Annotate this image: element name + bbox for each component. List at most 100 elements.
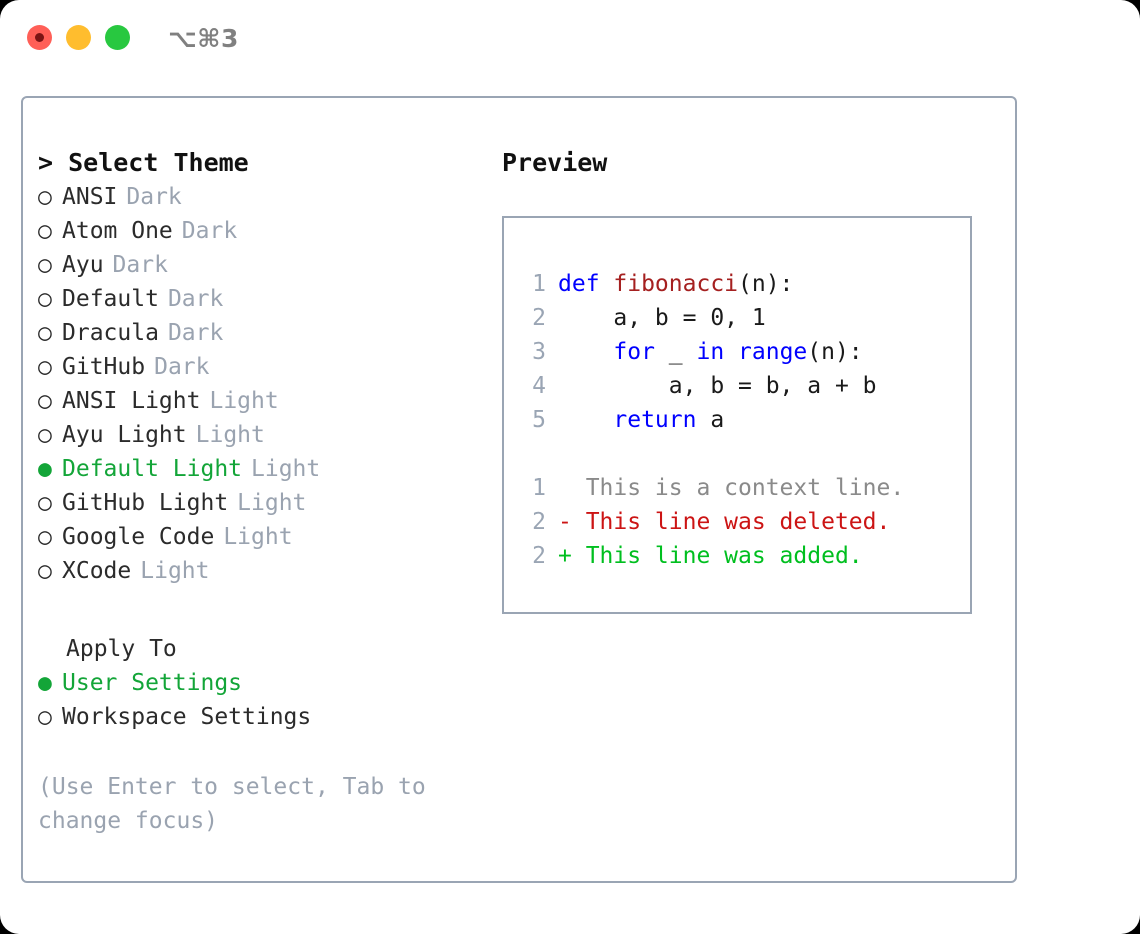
keyboard-shortcut-label: ⌥⌘3 <box>168 24 239 53</box>
theme-option-11[interactable]: ○ XCode Light <box>38 554 488 588</box>
apply-to-option-0[interactable]: ●User Settings <box>38 666 488 700</box>
theme-option-label: Atom One <box>62 218 173 244</box>
radio-unselected-icon: ○ <box>38 422 52 448</box>
theme-option-label: GitHub Light <box>62 490 229 516</box>
token-plain <box>558 407 613 433</box>
theme-option-label: ANSI <box>62 184 118 210</box>
theme-option-label: Ayu Light <box>62 422 187 448</box>
minimize-button[interactable] <box>66 25 91 50</box>
theme-option-label: Dracula <box>62 320 159 346</box>
line-number: 2 <box>532 543 546 569</box>
code-line-content: for _ in range(n): <box>558 335 863 369</box>
line-number: 2 <box>532 509 546 535</box>
window-controls <box>27 25 130 50</box>
token-plain: _ <box>654 339 697 365</box>
theme-option-label: Default Light <box>62 456 243 482</box>
diff-line-content: - This line was deleted. <box>558 505 890 539</box>
token-kw: in range <box>696 339 808 365</box>
preview-heading: Preview <box>502 148 608 177</box>
theme-option-5[interactable]: ○ GitHub Dark <box>38 350 488 384</box>
line-number: 1 <box>532 271 546 297</box>
code-line-3: 4 a, b = b, a + b <box>518 369 904 403</box>
theme-option-10[interactable]: ○ Google Code Light <box>38 520 488 554</box>
theme-option-variant-tag: Light <box>140 558 210 584</box>
theme-option-variant-tag: Dark <box>112 252 168 278</box>
radio-unselected-icon: ○ <box>38 524 52 550</box>
close-button[interactable] <box>27 25 52 50</box>
radio-unselected-icon: ○ <box>38 218 52 244</box>
token-plain: a, b = 0, 1 <box>558 305 766 331</box>
radio-unselected-icon: ○ <box>38 490 52 516</box>
theme-option-label: GitHub <box>62 354 146 380</box>
theme-option-variant-tag: Light <box>195 422 265 448</box>
theme-option-label: Google Code <box>62 524 215 550</box>
radio-unselected-icon: ○ <box>38 704 52 730</box>
code-line-1: 2 a, b = 0, 1 <box>518 301 904 335</box>
line-number: 2 <box>532 305 546 331</box>
radio-unselected-icon: ○ <box>38 320 52 346</box>
diff-line-1: 2 - This line was deleted. <box>518 505 904 539</box>
radio-unselected-icon: ○ <box>38 184 52 210</box>
radio-selected-icon: ● <box>38 670 52 696</box>
code-line-2: 3 for _ in range(n): <box>518 335 904 369</box>
select-theme-heading: > Select Theme <box>38 148 249 177</box>
theme-option-variant-tag: Dark <box>126 184 182 210</box>
theme-option-7[interactable]: ○ Ayu Light Light <box>38 418 488 452</box>
theme-option-label: Default <box>62 286 159 312</box>
theme-option-label: XCode <box>62 558 132 584</box>
code-line-4: 5 return a <box>518 403 904 437</box>
line-number: 5 <box>532 407 546 433</box>
line-number: 3 <box>532 339 546 365</box>
apply-to-heading: Apply To <box>66 636 177 662</box>
diff-line-2: 2 + This line was added. <box>518 539 904 573</box>
line-number: 1 <box>532 475 546 501</box>
radio-unselected-icon: ○ <box>38 388 52 414</box>
titlebar: ⌥⌘3 <box>0 0 1140 78</box>
radio-unselected-icon: ○ <box>38 252 52 278</box>
theme-option-variant-tag: Light <box>223 524 293 550</box>
theme-option-variant-tag: Dark <box>167 286 224 312</box>
token-plain: (n): <box>807 339 863 365</box>
code-line-content: a, b = 0, 1 <box>558 301 766 335</box>
token-add: + This line was added. <box>558 543 863 569</box>
maximize-button[interactable] <box>105 25 130 50</box>
diff-line-content: This is a context line. <box>558 471 905 505</box>
theme-option-variant-tag: Dark <box>154 354 210 380</box>
theme-option-8[interactable]: ● Default Light Light <box>38 452 488 486</box>
apply-to-option-label: Workspace Settings <box>62 704 312 730</box>
line-number: 4 <box>532 373 546 399</box>
diff-spacer <box>518 437 904 471</box>
theme-option-2[interactable]: ○ Ayu Dark <box>38 248 488 282</box>
theme-option-variant-tag: Light <box>209 388 279 414</box>
theme-option-variant-tag: Light <box>251 456 321 482</box>
apply-to-list: ●User Settings ○ Workspace Settings <box>38 666 488 734</box>
radio-selected-icon: ● <box>38 456 52 482</box>
token-kw: return <box>613 407 697 433</box>
token-plain: (n): <box>738 271 794 297</box>
theme-option-label: ANSI Light <box>62 388 201 414</box>
token-kw: def <box>558 271 614 297</box>
diff-line-content: + This line was added. <box>558 539 863 573</box>
token-plain: a, b = b, a + b <box>558 373 877 399</box>
diff-line-0: 1 This is a context line. <box>518 471 904 505</box>
theme-option-1[interactable]: ○ Atom One Dark <box>38 214 488 248</box>
theme-option-variant-tag: Dark <box>181 218 238 244</box>
token-plain: a <box>696 407 725 433</box>
theme-option-0[interactable]: ○ ANSI Dark <box>38 180 488 214</box>
apply-to-option-1[interactable]: ○ Workspace Settings <box>38 700 488 734</box>
theme-option-label: Ayu <box>62 252 104 278</box>
radio-unselected-icon: ○ <box>38 354 52 380</box>
section-spacer <box>38 588 488 632</box>
radio-unselected-icon: ○ <box>38 558 52 584</box>
theme-option-6[interactable]: ○ ANSI Light Light <box>38 384 488 418</box>
token-ctx: This is a context line. <box>558 475 905 501</box>
